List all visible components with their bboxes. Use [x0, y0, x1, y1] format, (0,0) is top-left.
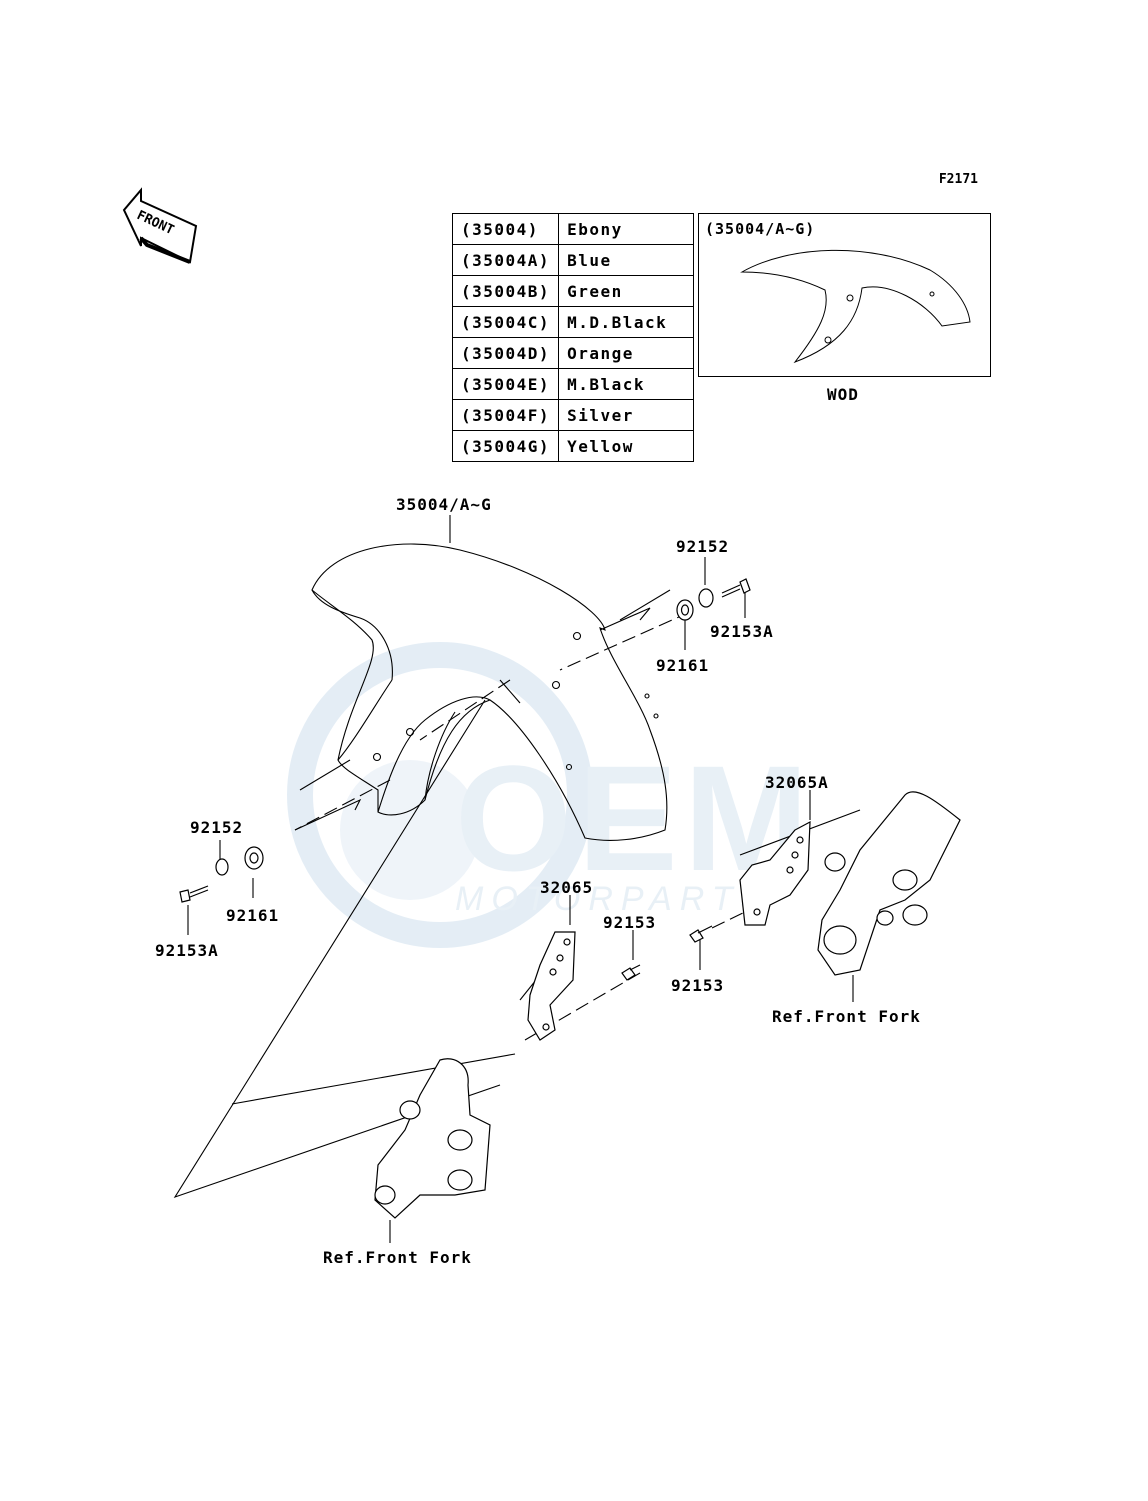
inset-title: (35004/A~G)	[705, 220, 816, 238]
callout-bolt-left[interactable]: 92153A	[155, 941, 219, 960]
color-name: M.Black	[558, 368, 695, 400]
callout-fender[interactable]: 35004/A~G	[396, 495, 492, 514]
bolt-right-icon	[721, 578, 751, 598]
color-row: (35004F)Silver	[451, 399, 695, 431]
callout-bracket-left[interactable]: 32065	[540, 878, 594, 897]
callout-bolt-bracket-right[interactable]: 92153	[671, 976, 725, 995]
color-name: Ebony	[558, 213, 695, 245]
inset-caption: WOD	[827, 385, 859, 404]
color-name: Blue	[558, 244, 695, 276]
color-name: M.D.Black	[558, 306, 695, 338]
color-row: (35004C)M.D.Black	[451, 306, 695, 338]
watermark: OEM MOTORPARTS	[287, 642, 809, 948]
hardware-right	[676, 578, 751, 621]
part-number: (35004A)	[451, 244, 560, 276]
inset-fender-drawing	[740, 249, 971, 364]
callout-bolt-right[interactable]: 92153A	[710, 622, 774, 641]
color-name: Orange	[558, 337, 695, 369]
callout-washer-right[interactable]: 92152	[676, 537, 730, 556]
color-row: (35004B)Green	[451, 275, 695, 307]
bolt-bracket-left-icon	[621, 964, 641, 981]
inset-box: (35004/A~G)	[698, 213, 991, 377]
color-row: (35004E)M.Black	[451, 368, 695, 400]
callout-bolt-bracket-left[interactable]: 92153	[603, 913, 657, 932]
callout-grommet-left[interactable]: 92161	[226, 906, 280, 925]
bracket-left-drawing	[527, 931, 576, 1041]
color-row: (35004D)Orange	[451, 337, 695, 369]
bracket-right-drawing	[739, 820, 811, 926]
part-number: (35004E)	[451, 368, 560, 400]
front-arrow-icon: FRONT	[122, 187, 198, 264]
part-number: (35004D)	[451, 337, 560, 369]
callout-fork-right[interactable]: Ref.Front Fork	[772, 1007, 921, 1026]
callout-washer-left[interactable]: 92152	[190, 818, 244, 837]
part-number: (35004)	[451, 213, 560, 245]
part-number: (35004F)	[451, 399, 560, 431]
part-number: (35004C)	[451, 306, 560, 338]
washer-right-icon	[698, 588, 714, 608]
color-table: (35004)Ebony (35004A)Blue (35004B)Green …	[451, 213, 695, 462]
color-name: Green	[558, 275, 695, 307]
hardware-left	[179, 846, 713, 981]
bolt-bracket-right-icon	[689, 925, 713, 943]
color-name: Silver	[558, 399, 695, 431]
front-fender-drawing	[173, 543, 671, 1199]
part-number: (35004G)	[451, 430, 560, 462]
part-number: (35004B)	[451, 275, 560, 307]
callout-fork-left[interactable]: Ref.Front Fork	[323, 1248, 472, 1267]
color-row: (35004G)Yellow	[451, 430, 695, 462]
figure-code: F2171	[938, 172, 978, 187]
callout-grommet-right[interactable]: 92161	[656, 656, 710, 675]
color-row: (35004A)Blue	[451, 244, 695, 276]
color-name: Yellow	[558, 430, 695, 462]
bolt-left-icon	[179, 885, 209, 903]
watermark-subtext: MOTORPARTS	[455, 880, 771, 918]
color-row: (35004)Ebony	[451, 213, 695, 245]
washer-left-icon	[215, 858, 229, 876]
callout-bracket-right[interactable]: 32065A	[765, 773, 829, 792]
fork-left-drawing	[374, 1058, 491, 1219]
fork-right-drawing	[817, 791, 961, 976]
